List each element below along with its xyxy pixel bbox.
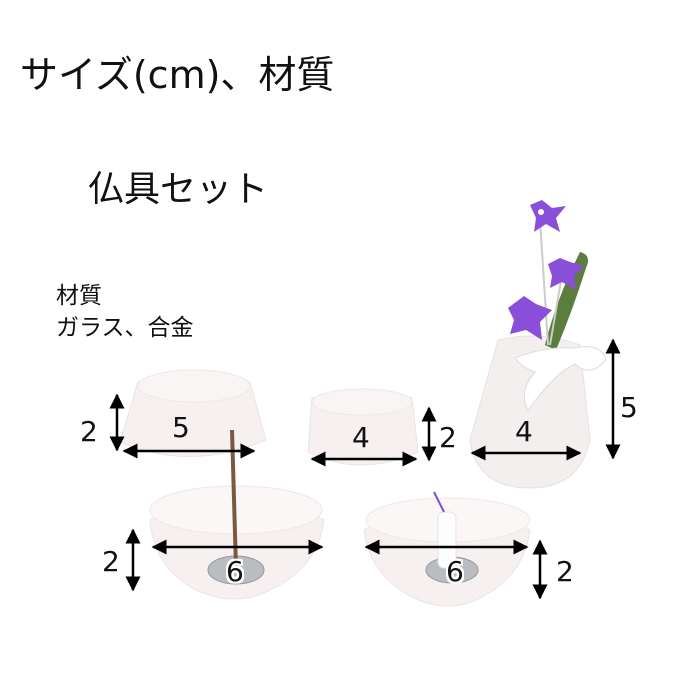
candle-bowl-width-label: 6: [446, 555, 464, 588]
incense-bowl-width-label: 6: [226, 555, 244, 588]
product-set-title: 仏具セット: [88, 169, 269, 210]
material-value: ガラス、合金: [56, 315, 194, 341]
cup-width-label: 4: [352, 421, 370, 454]
material-label: 材質: [56, 283, 102, 309]
candle-holder-bowl-image: [363, 491, 531, 607]
cup-height-label: 2: [439, 421, 457, 454]
candle-bowl-height-label: 2: [556, 555, 574, 588]
vase-height-label: 5: [620, 391, 638, 424]
incense-burner-top-image: [119, 369, 267, 457]
material-info: 材質 ガラス、合金: [56, 280, 194, 344]
incense-bowl-height-label: 2: [102, 545, 120, 578]
burner-width-label: 5: [172, 411, 190, 444]
small-cup-image: [307, 388, 419, 466]
dimension-arrows: [109, 338, 621, 600]
page-title: サイズ(cm)、材質: [20, 53, 335, 97]
burner-height-label: 2: [80, 415, 98, 448]
vase-width-label: 4: [515, 415, 533, 448]
flower-vase-image: [469, 200, 607, 489]
